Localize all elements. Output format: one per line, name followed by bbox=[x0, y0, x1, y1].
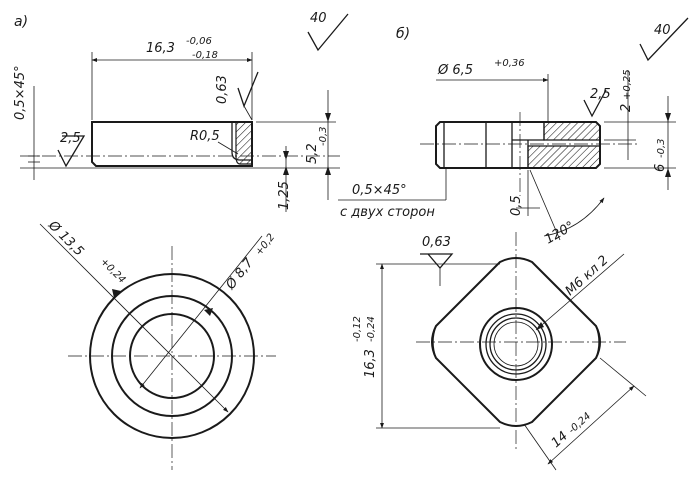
view-a-outer-dia-arrow bbox=[112, 289, 121, 298]
view-a-roughness-left: 2,5 bbox=[57, 131, 86, 168]
view-b-bore-edge bbox=[512, 122, 545, 141]
view-a-roughness-left-value: 2,5 bbox=[60, 131, 81, 146]
view-b-chamfer-note: с двух сторон bbox=[340, 205, 435, 220]
view-a-outer-dia-value: Ø 13,5 bbox=[44, 218, 86, 260]
view-b-roughness-top: 0,63 bbox=[420, 235, 454, 286]
view-b-angle-arc bbox=[543, 197, 605, 237]
view-b-flat-ext-right bbox=[599, 357, 647, 397]
view-b-thread-leader bbox=[535, 253, 625, 331]
view-b-roughness-right-value: 2,5 bbox=[590, 87, 611, 102]
view-b-square-outline bbox=[431, 257, 601, 427]
view-a-height-arrow-bottom bbox=[325, 166, 331, 175]
view-b-bore-tol: +0,36 bbox=[494, 58, 525, 69]
view-a-roughness-general-value: 40 bbox=[310, 11, 327, 26]
view-a-height-arrow-top bbox=[325, 113, 331, 122]
view-a-outer-circle bbox=[89, 273, 255, 439]
view-b-flat-ext-bottom bbox=[523, 423, 557, 471]
view-b-step-value: 0,5 bbox=[509, 195, 524, 216]
view-b-top-view: 0,63 М6 кл 2 16,3 -0,12 -0,24 14 -0,24 bbox=[352, 232, 647, 471]
view-a-roughness-general: 40 bbox=[307, 11, 349, 52]
view-b-square-tol-upper: -0,12 bbox=[352, 316, 363, 342]
view-a-top-view: Ø 13,5 +0,24 Ø 8,7 +0,2 bbox=[39, 218, 278, 470]
view-b-bore-value: Ø 6,5 bbox=[437, 63, 473, 78]
view-a-outer-dia-leader bbox=[39, 223, 229, 413]
view-b-thread-value: М6 кл 2 bbox=[563, 253, 612, 299]
view-b-flat-dim-line bbox=[547, 385, 635, 465]
view-a-inner-dia-arrow bbox=[204, 308, 213, 316]
view-a-inner-dia-tol: +0,2 bbox=[254, 232, 278, 258]
view-b-roughness-top-value: 0,63 bbox=[422, 235, 451, 250]
view-a-length-tol-lower: -0,18 bbox=[192, 50, 218, 61]
view-b-thread-mid bbox=[485, 313, 547, 375]
view-a-fillet-leader bbox=[217, 141, 239, 155]
view-b-hatched-lower bbox=[527, 145, 601, 169]
view-a-step-value: 1,25 bbox=[277, 181, 292, 210]
view-a-step-arrow-top bbox=[283, 151, 289, 160]
view-b-square-tol-lower: -0,24 bbox=[366, 316, 377, 342]
view-a-label: а) bbox=[14, 14, 28, 30]
view-b-angle-value: 120° bbox=[543, 219, 578, 248]
view-a-outer-dia-tol: +0,24 bbox=[98, 256, 127, 285]
view-b-height-tol: -0,3 bbox=[656, 138, 667, 158]
view-a-body-outline bbox=[91, 121, 253, 167]
view-b-hatched-upper bbox=[543, 121, 601, 141]
view-b-thread-inner bbox=[489, 317, 543, 371]
view-b-flat-tol: -0,24 bbox=[567, 411, 594, 436]
view-b-flat-left bbox=[432, 325, 437, 359]
view-a-middle-circle bbox=[111, 295, 233, 417]
view-a-hatched-section bbox=[235, 121, 253, 165]
view-a-roughness-face: 0,63 bbox=[215, 71, 259, 121]
view-b-roughness-right: 2,5 bbox=[583, 87, 611, 118]
view-b-height-arrow-bottom bbox=[665, 168, 671, 177]
view-b-flat-right bbox=[595, 325, 600, 359]
view-a-inner-dia-leader bbox=[139, 235, 263, 389]
view-b-height-value: 6 bbox=[653, 164, 668, 172]
view-a-inner-circle bbox=[129, 313, 215, 399]
view-a-height-tol: -0,3 bbox=[318, 126, 329, 146]
view-a-length-value: 16,3 bbox=[146, 41, 175, 56]
view-a-length-tol-upper: -0,06 bbox=[186, 36, 212, 47]
view-b-roughness-general: 40 bbox=[639, 17, 689, 62]
view-b-roughness-general-value: 40 bbox=[654, 23, 671, 38]
view-a-chamfer-value: 0,5×45° bbox=[13, 65, 28, 120]
view-b-thread-outer bbox=[479, 307, 553, 381]
view-a-side-section: а) 40 16,3 -0,06 -0,18 0,5×45° 2,5 bbox=[13, 11, 349, 212]
view-a-inner-dia-value: Ø 8,7 bbox=[223, 255, 257, 293]
view-b-thread-root bbox=[493, 321, 539, 367]
view-b-height-arrow-top bbox=[665, 113, 671, 122]
view-b-flat-value: 14 bbox=[549, 429, 571, 451]
view-a-height-value: 5,2 bbox=[305, 143, 320, 164]
view-b-small-tol: +0,25 bbox=[622, 69, 633, 100]
view-b-small-value: 2 bbox=[619, 104, 634, 112]
view-b-angle-leg bbox=[529, 169, 561, 241]
view-a-fillet-value: R0,5 bbox=[190, 129, 220, 144]
view-a-roughness-face-value: 0,63 bbox=[215, 75, 230, 104]
view-b-square-value: 16,3 bbox=[363, 349, 378, 378]
view-a-step-arrow-bottom bbox=[283, 166, 289, 175]
view-b-chamfer-value: 0,5×45° bbox=[352, 183, 407, 198]
view-b-side-section: б) 40 Ø 6,5 +0,36 2,5 2 +0,25 bbox=[338, 17, 689, 248]
view-b-thread-arrow bbox=[536, 322, 544, 330]
view-b-label: б) bbox=[396, 26, 410, 42]
